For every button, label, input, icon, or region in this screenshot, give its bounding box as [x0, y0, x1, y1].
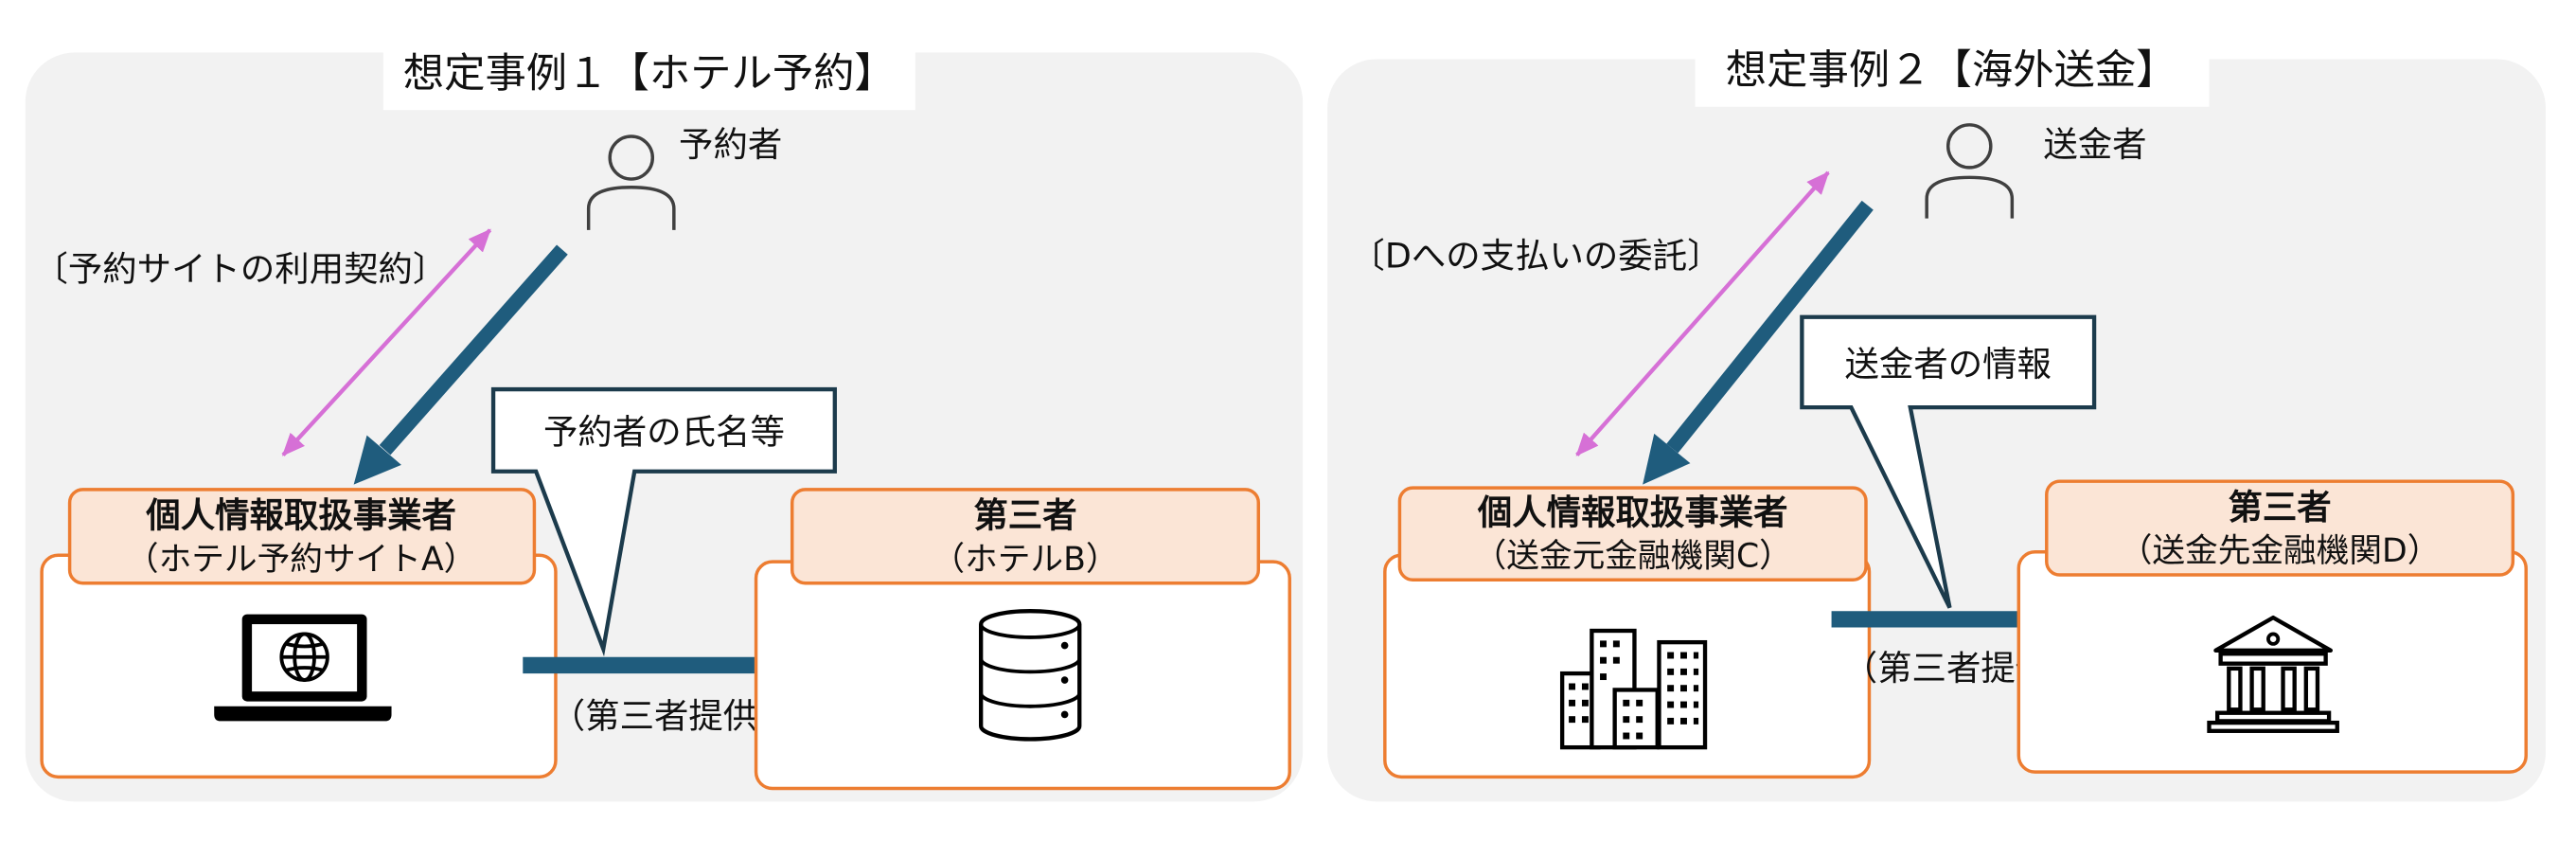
provider-box: 個人情報取扱事業者 （ホテル予約サイトA）: [40, 488, 558, 779]
third-party-box: 第三者 （送金先金融機関D）: [2016, 479, 2528, 774]
provider-subtitle: （送金元金融機関C）: [1474, 537, 1792, 575]
third-party-box-header: [790, 488, 1261, 585]
third-party-subtitle: （ホテルB）: [932, 541, 1118, 579]
callout-text: 送金者の情報: [1844, 344, 2051, 385]
personal-data-arrow: [1643, 200, 1874, 485]
third-party-subtitle: （送金先金融機関D）: [2120, 532, 2441, 570]
data-callout: [490, 386, 837, 657]
bank-icon: [2207, 615, 2339, 733]
third-party-box-header: [2045, 479, 2515, 577]
data-callout: [1800, 314, 2097, 609]
office-buildings-icon: [1559, 628, 1708, 750]
remittance-case-title-box: [1695, 32, 2210, 107]
contract-label: 〔Dへの支払いの委託〕: [1350, 236, 1721, 277]
provider-box-header: [1397, 486, 1868, 582]
third-party-title: 第三者: [2228, 487, 2331, 528]
database-icon: [979, 609, 1082, 742]
remittance-case-panel: 想定事例２【海外送金】 送金者 〔Dへの支払いの委託〕 送金者の情報 個人情報取…: [1327, 32, 2547, 802]
personal-data-arrow: [353, 244, 568, 485]
provider-subtitle: （ホテル予約サイトA）: [126, 541, 476, 579]
person-label: 予約者: [679, 124, 782, 165]
callout-text: 予約者の氏名等: [543, 411, 785, 452]
person-icon: [586, 134, 676, 230]
third-party-box: 第三者 （ホテルB）: [754, 488, 1291, 791]
contract-double-arrow: [1575, 170, 1830, 456]
person-icon: [1925, 123, 2015, 219]
hotel-case-title: 想定事例１【ホテル予約】: [403, 50, 896, 98]
provider-box: 個人情報取扱事業者 （送金元金融機関C）: [1383, 486, 1872, 779]
transfer-label: （第三者提供）: [551, 695, 792, 736]
person-label: 送金者: [2043, 124, 2146, 165]
provider-title: 個人情報取扱事業者: [145, 495, 456, 536]
remittance-case-title: 想定事例２【海外送金】: [1726, 46, 2177, 94]
provider-box-header: [67, 488, 537, 585]
laptop-globe-icon: [214, 614, 392, 722]
contract-double-arrow: [281, 228, 492, 456]
third-party-title: 第三者: [973, 495, 1076, 536]
contract-label: 〔予約サイトの利用契約〕: [33, 249, 447, 290]
hotel-case-title-box: [382, 36, 915, 111]
hotel-case-panel: 想定事例１【ホテル予約】 予約者 〔予約サイトの利用契約〕 予約者の氏名等 個人…: [25, 36, 1304, 802]
provider-title: 個人情報取扱事業者: [1477, 492, 1788, 532]
